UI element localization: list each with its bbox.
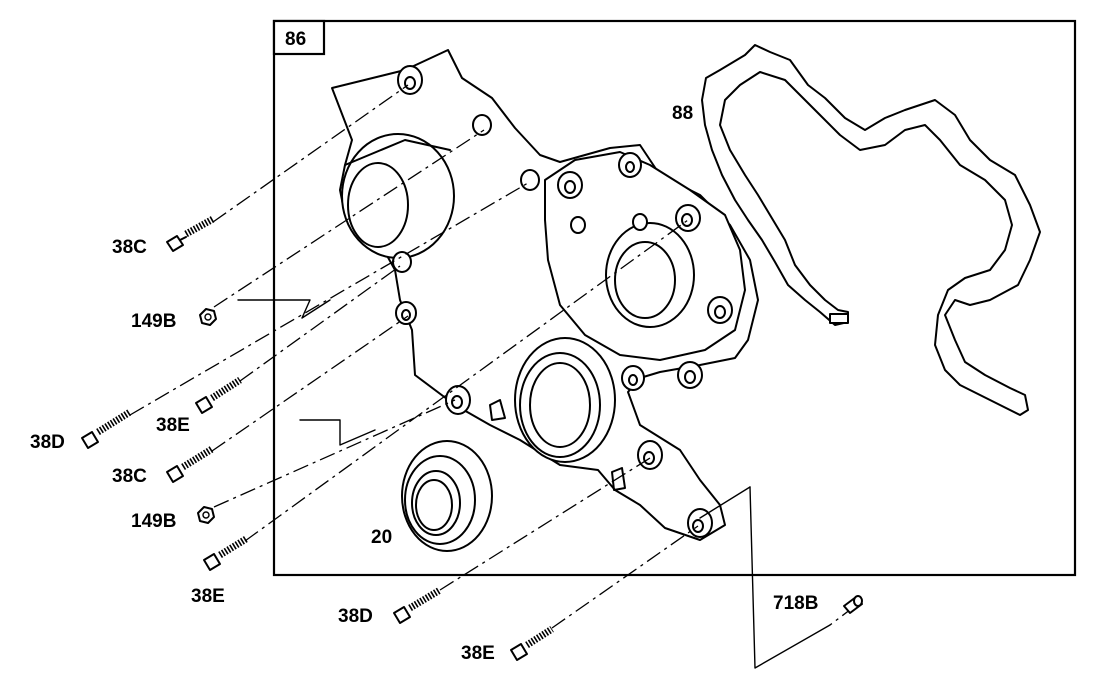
label-bolt-38c-upper: 38C xyxy=(112,237,147,258)
nut-149b-upper xyxy=(199,308,217,326)
bolt-38c-lower xyxy=(166,446,214,483)
leader-lines xyxy=(129,84,856,669)
assembly-frame xyxy=(272,19,1077,577)
assembly-label-box xyxy=(272,19,326,56)
label-bolt-38d-bottom: 38D xyxy=(338,606,373,627)
timing-cover xyxy=(331,49,759,541)
label-bolt-38c-lower: 38C xyxy=(112,466,147,487)
bolt-38e-bottom xyxy=(510,626,554,661)
label-bolt-38d-left: 38D xyxy=(30,432,65,453)
label-bolt-38e-lower-left: 38E xyxy=(191,586,225,607)
label-bolt-38e-bottom: 38E xyxy=(461,643,495,664)
label-nut-149b-upper: 149B xyxy=(131,311,176,332)
cover-gasket xyxy=(701,44,1041,416)
dowel-718b xyxy=(843,595,863,614)
bolt-38d-left xyxy=(81,409,132,449)
assembly-label: 86 xyxy=(285,29,306,50)
label-dowel-718b: 718B xyxy=(773,593,818,614)
label-bolt-38e-mid: 38E xyxy=(156,415,190,436)
label-gasket: 88 xyxy=(672,103,693,124)
label-nut-149b-lower: 149B xyxy=(131,511,176,532)
bolt-38c-upper xyxy=(166,215,215,252)
nut-149b-lower xyxy=(197,506,215,524)
crankshaft-seal xyxy=(401,440,493,552)
label-seal: 20 xyxy=(371,527,392,548)
bolt-38e-mid xyxy=(195,377,242,414)
bolt-38d-bottom xyxy=(393,586,442,624)
bolt-38e-lower-left xyxy=(203,536,248,571)
